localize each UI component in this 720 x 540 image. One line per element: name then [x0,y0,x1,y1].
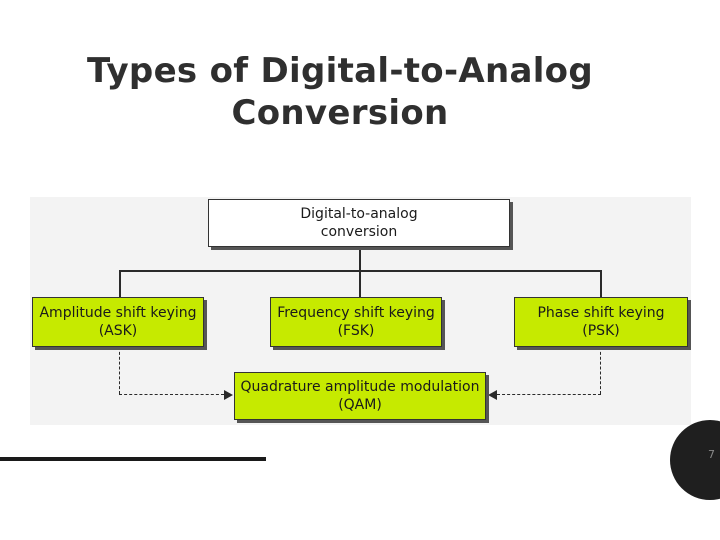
node-ask-line-1: Amplitude shift keying [39,305,197,321]
dashed-connector-ask-right [119,394,224,395]
node-qam: Quadrature amplitude modulation (QAM) [234,372,486,420]
node-psk: Phase shift keying (PSK) [514,297,688,347]
node-ask-line-2: (ASK) [98,323,138,339]
connector-to-ask [119,270,121,297]
connector-to-psk [600,270,602,297]
node-root-line-1: Digital-to-analog [300,206,418,222]
node-qam-line-2: (QAM) [338,397,382,413]
node-psk-line-1: Phase shift keying [537,305,665,321]
diagram-panel: Digital-to-analog conversion Amplitude s… [30,197,691,425]
connector-to-fsk [359,270,361,297]
node-fsk: Frequency shift keying (FSK) [270,297,442,347]
node-ask: Amplitude shift keying (ASK) [32,297,204,347]
footer-rule [0,457,266,461]
node-root-line-2: conversion [320,224,398,240]
node-fsk-line-2: (FSK) [337,323,375,339]
arrow-into-qam-right [488,390,497,400]
connector-root-down [359,247,361,271]
dashed-connector-psk-down [600,347,601,394]
title-line-2: Conversion [231,93,449,133]
dashed-connector-psk-left [497,394,601,395]
node-psk-line-2: (PSK) [582,323,620,339]
title-line-1: Types of Digital-to-Analog [87,51,593,91]
arrow-into-qam-left [224,390,233,400]
slide-title: Types of Digital-to-Analog Conversion [40,50,640,134]
node-qam-line-1: Quadrature amplitude modulation [240,379,480,395]
node-fsk-line-1: Frequency shift keying [277,305,435,321]
dashed-connector-ask-down [119,347,120,394]
page-number: 7 [708,448,715,461]
node-digital-to-analog-conversion: Digital-to-analog conversion [208,199,510,247]
